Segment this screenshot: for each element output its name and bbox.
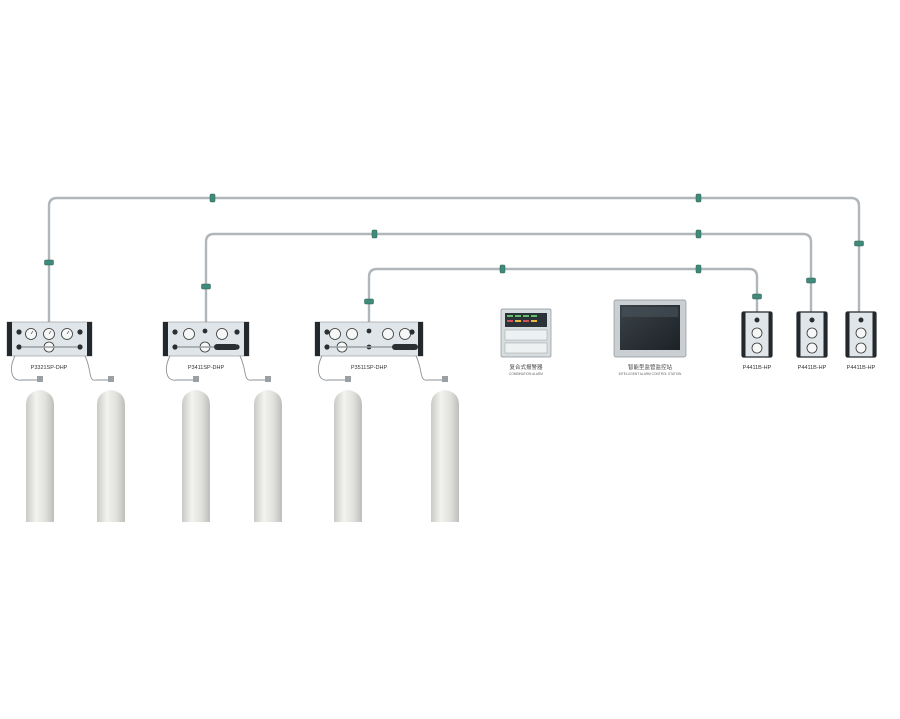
manifold-panel-1 xyxy=(6,321,93,357)
control-station-monitor xyxy=(613,299,687,358)
gas-cylinder-3 xyxy=(182,376,210,522)
gas-cylinder-6 xyxy=(431,376,459,522)
gas-cylinder-4 xyxy=(254,376,282,522)
cylinder-group xyxy=(26,376,459,522)
gas-cylinder-2 xyxy=(97,376,125,522)
manifold-panel-3 xyxy=(314,321,424,357)
panel-1-label: P3321SP-DHP xyxy=(31,365,68,371)
pipe-line-1 xyxy=(47,196,861,324)
panel-3-label: P3511SP-DHP xyxy=(351,365,388,371)
pipe-line-2 xyxy=(204,232,813,324)
pigtails xyxy=(11,355,444,381)
point-of-use-station-1 xyxy=(741,311,773,358)
point-of-use-station-2 xyxy=(796,311,828,358)
alarm-label-en: COMBINATION ALARM xyxy=(509,372,543,376)
station-label-cn: 智能型监管监控站 xyxy=(628,363,673,371)
pipe-line-3 xyxy=(367,267,759,324)
manifold-panel-2 xyxy=(162,321,250,357)
combination-alarm xyxy=(500,308,552,358)
alarm-label-cn: 复合式报警器 xyxy=(509,363,543,371)
point-of-use-station-3 xyxy=(845,311,877,358)
pou-3-label: P4411B-HP xyxy=(847,365,876,371)
gas-cylinder-1 xyxy=(26,376,54,522)
gas-cylinder-5 xyxy=(334,376,362,522)
pipe-fittings xyxy=(44,193,864,305)
panel-2-label: P3411SP-DHP xyxy=(188,365,225,371)
station-label-en: INTELLIGENT ALARM CONTROL STATION xyxy=(619,372,682,376)
pou-1-label: P4411B-HP xyxy=(743,365,772,371)
pou-2-label: P4411B-HP xyxy=(798,365,827,371)
